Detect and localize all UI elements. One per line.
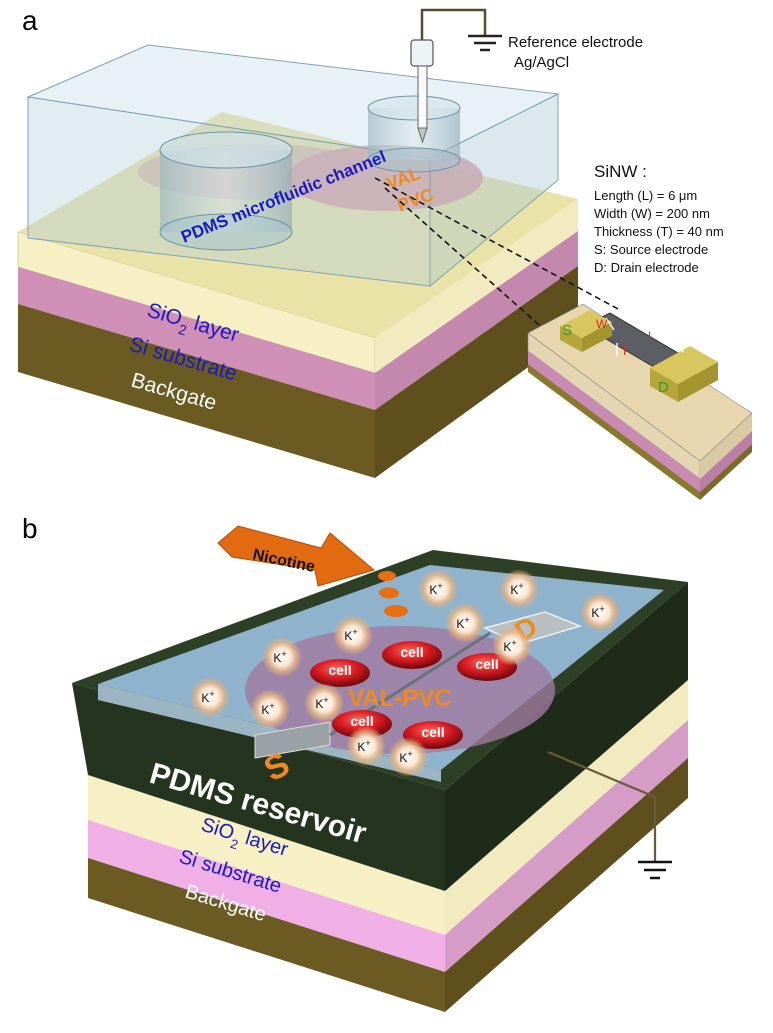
inset-length-label: L [648, 329, 655, 343]
k-ion-12-symbol: K [399, 751, 407, 765]
pdms-front-wall [72, 683, 445, 891]
k-ion-2-symbol: K [510, 583, 518, 597]
b-sio2-subscript: 2 [229, 835, 240, 851]
cell-1-label: cell [400, 644, 423, 660]
k-ion-1: K+ [418, 569, 458, 609]
k-ion-9: K+ [250, 689, 290, 729]
sinw-device-inset [527, 303, 753, 500]
sinw-spec-width: Width (W) = 200 nm [594, 206, 710, 221]
svg-text:K+: K+ [273, 649, 286, 665]
svg-text:K+: K+ [510, 581, 523, 597]
inset-source-label: S [562, 322, 572, 339]
panel-a-letter: a [22, 5, 38, 36]
k-ion-11-symbol: K [357, 740, 365, 754]
cell-2-label: cell [328, 662, 351, 678]
k-ion-5-charge: + [352, 627, 357, 637]
cell-2: cell [310, 659, 370, 687]
k-ion-8-charge: + [209, 689, 214, 699]
k-ion-4-charge: + [464, 615, 469, 625]
k-ion-1-symbol: K [429, 583, 437, 597]
k-ion-4-symbol: K [456, 617, 464, 631]
k-ion-3-charge: + [599, 604, 604, 614]
si-front-face [18, 267, 375, 410]
inset-thickness-label: T [621, 344, 629, 358]
sinw-spec-drain: D: Drain electrode [594, 260, 699, 275]
k-ion-5-symbol: K [344, 629, 352, 643]
ground-connection [547, 750, 672, 880]
k-ion-2: K+ [499, 569, 539, 609]
svg-text:K+: K+ [344, 627, 357, 643]
sio2-right-face [375, 199, 578, 373]
panel-a: a [17, 5, 753, 500]
sinw-spec-source: S: Source electrode [594, 242, 708, 257]
svg-text:K+: K+ [201, 689, 214, 705]
svg-text:K+: K+ [399, 749, 412, 765]
panel-b-letter: b [22, 513, 38, 544]
k-ion-1-charge: + [437, 581, 442, 591]
svg-text:K+: K+ [591, 604, 604, 620]
k-ion-10: K+ [304, 683, 344, 723]
k-ion-7: K+ [492, 626, 532, 666]
k-ion-8-symbol: K [201, 691, 209, 705]
k-ion-8: K+ [190, 677, 230, 717]
inset-drain-label: D [658, 379, 669, 396]
k-ion-6-symbol: K [273, 651, 281, 665]
backgate-front-face [18, 304, 375, 478]
pdms-right-wall [445, 582, 688, 891]
outlet-cylinder [367, 95, 461, 173]
b-si-front [88, 820, 445, 972]
svg-text:K+: K+ [315, 695, 328, 711]
backgate-right-face [375, 266, 578, 478]
k-ion-4: K+ [445, 603, 485, 643]
cell-1: cell [382, 641, 442, 669]
svg-text:K+: K+ [357, 738, 370, 754]
sinw-spec-length: Length (L) = 6 μm [594, 188, 697, 203]
k-ion-5: K+ [333, 615, 373, 655]
reference-electrode [410, 8, 502, 144]
k-ion-3: K+ [580, 592, 620, 632]
k-ion-7-symbol: K [503, 640, 511, 654]
svg-text:K+: K+ [503, 638, 516, 654]
k-ion-10-symbol: K [315, 697, 323, 711]
sinw-spec-thickness: Thickness (T) = 40 nm [594, 224, 724, 239]
b-si-right [445, 720, 688, 972]
k-ion-9-symbol: K [261, 703, 269, 717]
nicotine-arrow [217, 525, 376, 587]
k-ion-7-charge: + [511, 638, 516, 648]
k-ion-10-charge: + [323, 695, 328, 705]
k-ion-2-charge: + [518, 581, 523, 591]
inset-width-label: W [596, 317, 608, 331]
b-backgate-front [88, 858, 445, 1012]
k-ion-3-symbol: K [591, 606, 599, 620]
k-ion-6: K+ [262, 637, 302, 677]
k-ion-9-charge: + [269, 701, 274, 711]
cell-5-label: cell [421, 724, 444, 740]
reference-electrode-material: Ag/AgCl [514, 54, 569, 71]
k-ion-11-charge: + [365, 738, 370, 748]
b-val-pvc-label: VAL-PVC [348, 685, 452, 712]
k-ion-12: K+ [388, 737, 428, 777]
potassium-ions: K+ K+ K+ K+ K+ K+ K+ K+ K+ K+ K+ K+ [190, 569, 620, 777]
k-ion-11: K+ [346, 726, 386, 766]
b-sio2-front [88, 775, 445, 935]
cell-4-label: cell [350, 713, 373, 729]
k-ion-6-charge: + [281, 649, 286, 659]
k-ion-12-charge: + [407, 749, 412, 759]
panel-b: b cell cell cell cell cell VAL-PVC D S [22, 513, 688, 1012]
si-right-face [375, 231, 578, 410]
reference-electrode-label: Reference electrode [508, 34, 643, 51]
svg-text:K+: K+ [261, 701, 274, 717]
svg-text:K+: K+ [456, 615, 469, 631]
b-backgate-right [445, 758, 688, 1012]
nicotine-droplets [378, 571, 408, 617]
zoom-line-upper [374, 177, 621, 311]
svg-text:K+: K+ [429, 581, 442, 597]
cell-3-label: cell [475, 656, 498, 672]
b-sio2-right [445, 680, 688, 935]
inlet-cylinder [159, 131, 293, 251]
sinw-title: SiNW : [594, 162, 647, 181]
source-electrode [254, 721, 331, 759]
